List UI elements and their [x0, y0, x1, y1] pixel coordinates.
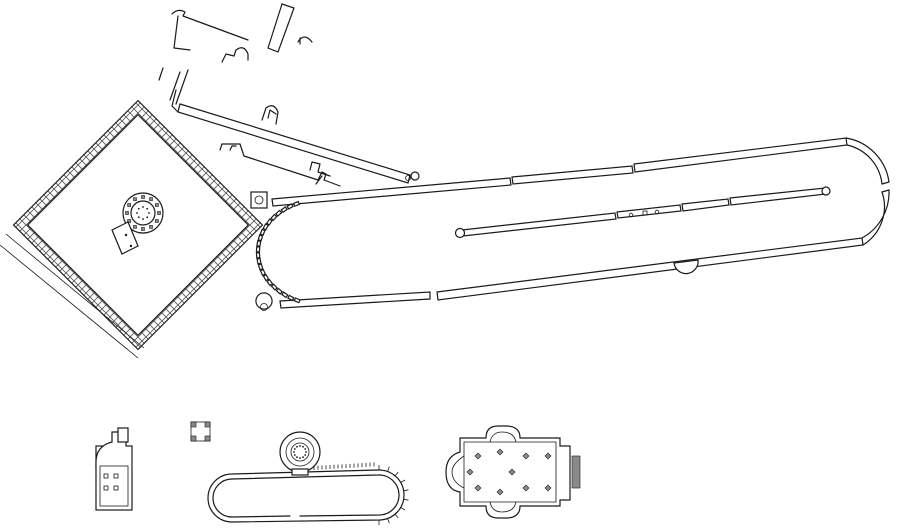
column-dot: [146, 207, 149, 210]
church-pier: [474, 452, 482, 460]
carceres-towers: [250, 191, 273, 311]
mausoleum-columns: [125, 195, 161, 231]
arcade-tick: [403, 489, 409, 492]
arcade-tick: [394, 513, 399, 519]
column-dot: [296, 456, 298, 459]
palace-complex: [158, 3, 420, 187]
arcade-tick: [400, 507, 406, 511]
small-tetrapylon: [190, 421, 211, 442]
carceres-gate: [274, 209, 283, 217]
church-pier: [522, 484, 530, 492]
carceres-gate: [259, 268, 267, 277]
carceres-gate: [280, 206, 288, 214]
column-dot: [142, 206, 144, 208]
carceres-gate: [286, 203, 294, 210]
arcade-tick: [387, 518, 390, 524]
rotunda-niche: [133, 225, 137, 229]
carceres-gate: [256, 257, 262, 265]
church-pier: [544, 452, 552, 460]
church-piers: [466, 448, 552, 496]
column-dot: [302, 456, 304, 459]
rotunda-niche: [141, 227, 145, 231]
arcade-tick: [387, 466, 390, 472]
palace-north-wing: [171, 9, 249, 51]
rotunda-niche: [127, 203, 131, 207]
rotunda-niche: [149, 225, 153, 229]
column-dot: [299, 445, 301, 447]
column-dot: [299, 457, 301, 459]
column-dot: [305, 451, 307, 453]
mausoleum-rotunda: [111, 192, 164, 255]
church-pier: [508, 468, 516, 476]
column-dot: [137, 216, 140, 219]
carceres-gate: [270, 213, 278, 222]
column-dot: [304, 448, 307, 450]
church-pier: [474, 484, 482, 492]
carceres: [255, 200, 301, 304]
church-pier: [522, 452, 530, 460]
carceres-gate: [255, 246, 261, 253]
church-pier: [496, 488, 504, 496]
palace-corridor: [177, 103, 411, 184]
church-outline: [445, 425, 571, 519]
carceres-gate: [262, 273, 270, 282]
church-pier: [496, 448, 504, 456]
rotunda-niche: [127, 219, 131, 223]
rotunda-niche: [141, 195, 145, 199]
column-dot: [296, 445, 298, 448]
carceres-gate: [275, 287, 284, 295]
rotunda-niche: [133, 197, 137, 201]
hippodrome: [250, 137, 890, 311]
carceres-gate: [255, 252, 261, 259]
column-dot: [137, 207, 140, 210]
carceres-gate: [262, 223, 270, 231]
kathisma-apse: [673, 259, 699, 275]
carceres-gate: [256, 240, 262, 247]
column-dot: [136, 212, 138, 214]
carceres-gate: [292, 200, 301, 208]
carceres-gate: [281, 291, 289, 299]
sphendone: [845, 137, 890, 246]
rotunda-niche: [155, 219, 159, 223]
hippodrome-spina: [454, 186, 831, 239]
arcade-tick: [394, 471, 399, 477]
rotunda-niche: [155, 203, 159, 207]
carceres-gate: [259, 228, 266, 236]
carceres-gate: [266, 278, 274, 287]
church-pier: [466, 468, 474, 476]
carceres-gate: [287, 294, 295, 302]
arcade-tick: [403, 498, 409, 501]
carceres-gate: [265, 218, 273, 226]
oval-arcade: [207, 469, 405, 523]
arcade-buttresses: [313, 462, 409, 525]
column-dot: [142, 218, 144, 220]
column-dot: [293, 454, 296, 456]
hippodrome-north-wall: [271, 137, 848, 207]
carceres-gate: [257, 234, 264, 242]
column-dot: [293, 448, 296, 450]
column-dot: [148, 212, 150, 214]
arcade-tick: [400, 479, 406, 483]
boundary-lines: [0, 233, 145, 359]
rotunda-columns: [293, 445, 307, 459]
hippodrome-south-wall: [279, 237, 864, 309]
column-dot: [293, 451, 295, 453]
apsed-hall: [95, 427, 133, 511]
carceres-gate: [293, 297, 301, 304]
rotunda-niche: [157, 211, 161, 215]
church-pier: [544, 484, 552, 492]
rotunda-niche: [125, 211, 129, 215]
column-dot: [302, 445, 304, 448]
column-dot: [146, 216, 149, 219]
rotunda-complex: [207, 431, 409, 525]
palace-south-wing: [219, 143, 341, 187]
cross-domed-church: [445, 425, 581, 519]
palace-slab: [267, 3, 295, 53]
carceres-gate: [257, 263, 264, 271]
column-dot: [304, 454, 307, 456]
rotunda-niche: [149, 197, 153, 201]
carceres-gate: [270, 283, 278, 291]
